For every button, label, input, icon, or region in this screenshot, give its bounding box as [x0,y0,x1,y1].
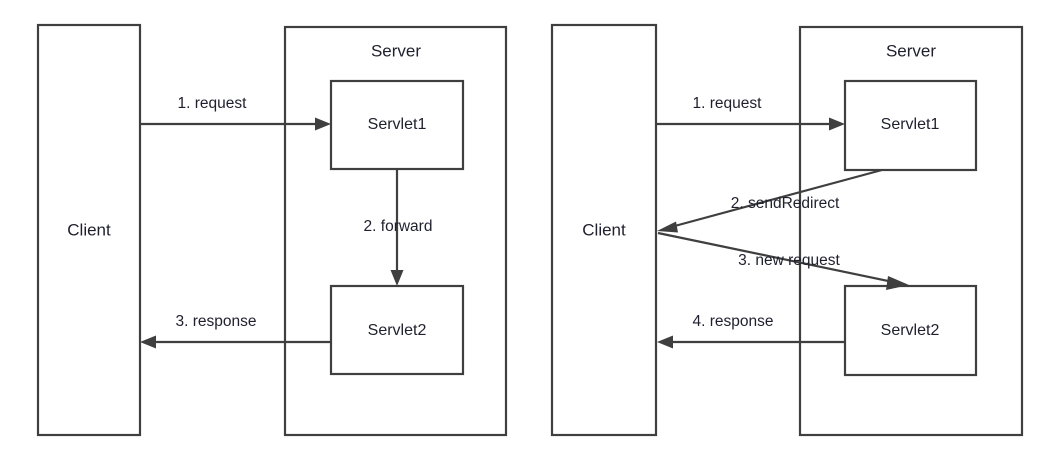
client-label-forward: Client [67,220,111,239]
arrow-head-left-icon [140,335,156,349]
edge-2-label-forward: 2. forward [364,218,433,235]
server-label-forward: Server [371,41,421,60]
servlet1-box-redirect [843,79,978,172]
arrow-head-left-icon [657,335,673,349]
edge-3-label-forward: 3. response [176,313,257,330]
edge-3-newrequest-redirect: 3. new request [657,231,909,290]
edge-1-label-forward: 1. request [178,95,248,112]
edge-1-request-forward: 1. request [140,95,331,131]
edge-4-response-redirect: 4. response [657,313,845,349]
client-box-redirect [550,23,658,437]
edge-2-sendredirect-redirect: 2. sendRedirect [657,168,883,233]
servlet2-label-forward: Servlet2 [368,322,427,339]
servlet1-label-redirect: Servlet1 [881,116,940,133]
servlet1-label-forward: Servlet1 [368,116,427,133]
servlet2-label-redirect: Servlet2 [881,322,940,339]
arrow-head-left-diagonal-icon [657,221,678,233]
servlet1-box-forward [329,79,465,171]
edge-3-response-forward: 3. response [140,313,331,349]
edge-2-forward-forward: 2. forward [364,169,433,286]
diagram-forward: Client Server Servlet1 Servlet2 1. reque… [36,23,508,437]
servlet2-box-redirect [843,284,978,377]
client-box-forward [36,23,142,437]
edge-2-label-redirect: 2. sendRedirect [731,195,840,212]
server-label-redirect: Server [886,41,936,60]
client-label-redirect: Client [582,220,626,239]
edge-3-label-redirect: 3. new request [738,252,840,269]
diagram-sendredirect: Client Server Servlet1 Servlet2 1. reque… [550,23,1024,437]
arrow-head-right-diagonal-icon [886,276,909,290]
edge-1-request-redirect: 1. request [656,95,845,131]
servlet2-box-forward [329,284,465,376]
edge-1-label-redirect: 1. request [693,95,763,112]
arrow-head-right-icon [315,117,331,131]
arrow-head-right-icon [829,117,845,131]
arrow-head-down-icon [390,270,404,286]
edge-4-label-redirect: 4. response [693,313,774,330]
